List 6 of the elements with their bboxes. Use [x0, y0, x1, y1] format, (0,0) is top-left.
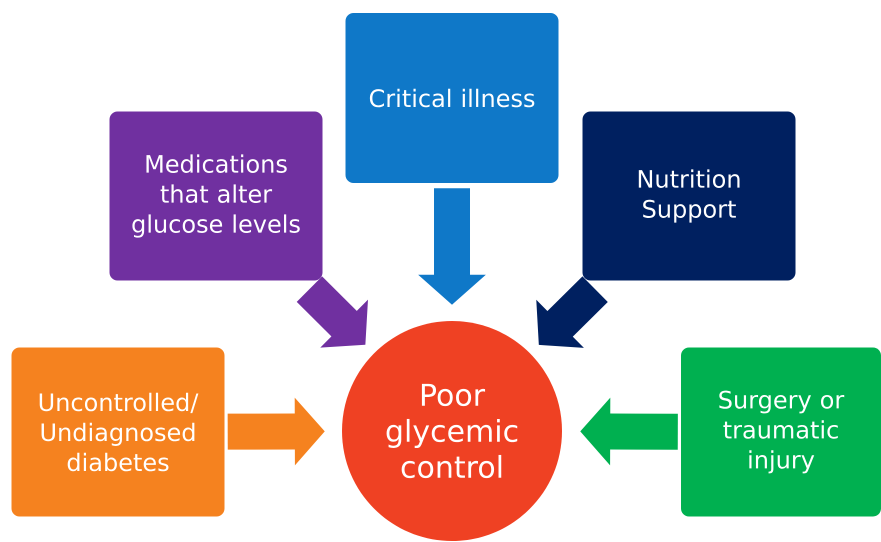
circle-node: Poor glycemic control	[342, 321, 562, 541]
cause-box: Critical illness	[346, 13, 558, 183]
cause-box: Uncontrolled/ Undiagnosed diabetes	[12, 348, 224, 516]
cause-box: Nutrition Support	[582, 112, 796, 280]
cause-box: Medications that alter glucose levels	[110, 112, 322, 280]
cause-box: Surgery or traumatic injury	[681, 348, 881, 516]
